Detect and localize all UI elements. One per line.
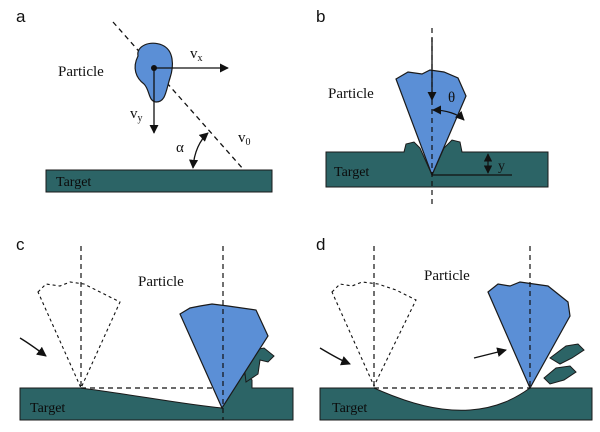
panel-d-straight-arrow — [473, 347, 507, 359]
panel-c-target-label: Target — [30, 401, 65, 416]
panel-a-particle-label: Particle — [58, 64, 104, 80]
panel-b-letter: b — [316, 7, 325, 26]
panel-d-particle — [487, 281, 571, 390]
panel-a-v0-label: v0 — [238, 130, 251, 148]
panel-a-alpha-arc — [188, 132, 209, 169]
panel-d: d Target Particle — [316, 235, 593, 421]
panel-b-particle-label: Particle — [328, 86, 374, 102]
panel-c-particle — [179, 303, 269, 410]
panel-a-vx-label: vx — [190, 46, 203, 64]
panel-b-particle — [395, 69, 467, 177]
panel-a-trajectory-line — [112, 21, 245, 171]
panel-b-theta-label: θ — [448, 90, 455, 106]
panel-b-y-label: y — [498, 159, 505, 174]
panel-a: a Target vx vy Particle α v0 — [16, 7, 273, 193]
panel-d-target-label: Target — [332, 401, 367, 416]
panel-d-chip-2 — [543, 365, 577, 385]
panel-d-chip-1 — [549, 343, 585, 365]
panel-d-incoming-arrow — [319, 347, 351, 366]
panel-a-target — [45, 169, 273, 193]
panel-a-vy-label: vy — [130, 106, 143, 124]
panel-c-letter: c — [16, 235, 25, 254]
panel-b: b Target θ Particle y — [316, 7, 549, 205]
panel-d-particle-label: Particle — [424, 268, 470, 284]
panel-c: c Target Particle — [16, 235, 294, 421]
panel-d-letter: d — [316, 235, 325, 254]
panel-a-target-label: Target — [56, 175, 91, 190]
panel-a-letter: a — [16, 7, 26, 26]
panel-b-theta-arc — [432, 105, 465, 121]
panel-d-ghost-particle — [331, 281, 417, 388]
panel-c-particle-label: Particle — [138, 274, 184, 290]
panel-c-ghost-particle — [37, 281, 121, 390]
panel-a-alpha-label: α — [176, 140, 184, 156]
panel-b-target-label: Target — [334, 165, 369, 180]
panel-c-incoming-arrow — [19, 337, 47, 357]
